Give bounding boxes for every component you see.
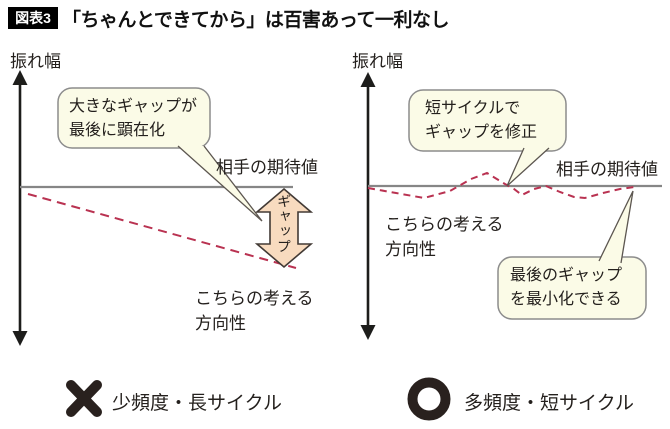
right-direction-label: こちらの考える 方向性 — [385, 212, 504, 262]
left-direction-label: こちらの考える 方向性 — [195, 286, 314, 336]
callout-tail — [177, 145, 263, 222]
left-callout-text: 大きなギャップが 最後に顕在化 — [69, 95, 197, 143]
callout-line: 最後のギャップ — [510, 267, 623, 284]
callout-line: 短サイクルで — [425, 100, 521, 117]
arrow-down-icon — [12, 331, 28, 346]
left-expectation-label: 相手の期待値 — [216, 158, 318, 177]
gap-arrow-label: ギャップ — [276, 194, 292, 254]
right-top-callout-text: 短サイクルで ギャップを修正 — [425, 97, 537, 145]
right-verdict-label: 多頻度・短サイクル — [464, 393, 635, 414]
callout-line: ギャップを修正 — [425, 124, 538, 141]
right-top-callout-bubble — [408, 89, 567, 187]
gap-double-arrow-icon — [254, 187, 314, 269]
left-callout-bubble — [57, 87, 263, 222]
callout-tail — [506, 147, 550, 187]
right-bottom-callout-bubble — [497, 190, 647, 320]
left-verdict-label: 少頻度・長サイクル — [112, 393, 283, 414]
left-direction-dashed-line — [27, 193, 297, 269]
direction-line: こちらの考える — [195, 289, 314, 308]
cross-mark-icon — [66, 380, 102, 417]
callout-line: を最小化できる — [510, 291, 622, 308]
left-amplitude-axis — [12, 70, 28, 346]
figure-title: 「ちゃんとできてから」は百害あって一利なし — [62, 10, 449, 31]
right-amplitude-axis — [360, 72, 376, 340]
direction-line: 方向性 — [385, 240, 436, 259]
callout-line: 最後に顕在化 — [69, 122, 166, 139]
callout-tail — [598, 190, 634, 264]
direction-line: 方向性 — [195, 314, 246, 333]
right-direction-zigzag-line — [367, 171, 635, 200]
circle-mark-icon — [407, 377, 451, 421]
left-axis-label: 振れ幅 — [10, 52, 61, 71]
arrow-down-icon — [360, 325, 376, 340]
figure-number-badge: 図表3 — [8, 7, 58, 29]
callout-line: 大きなギャップが — [69, 98, 198, 115]
right-expectation-label: 相手の期待値 — [556, 160, 658, 179]
arrow-up-icon — [360, 72, 376, 87]
arrow-up-icon — [12, 70, 28, 85]
direction-line: こちらの考える — [385, 215, 504, 234]
right-axis-label: 振れ幅 — [352, 52, 403, 71]
right-bottom-callout-text: 最後のギャップ を最小化できる — [510, 264, 622, 312]
